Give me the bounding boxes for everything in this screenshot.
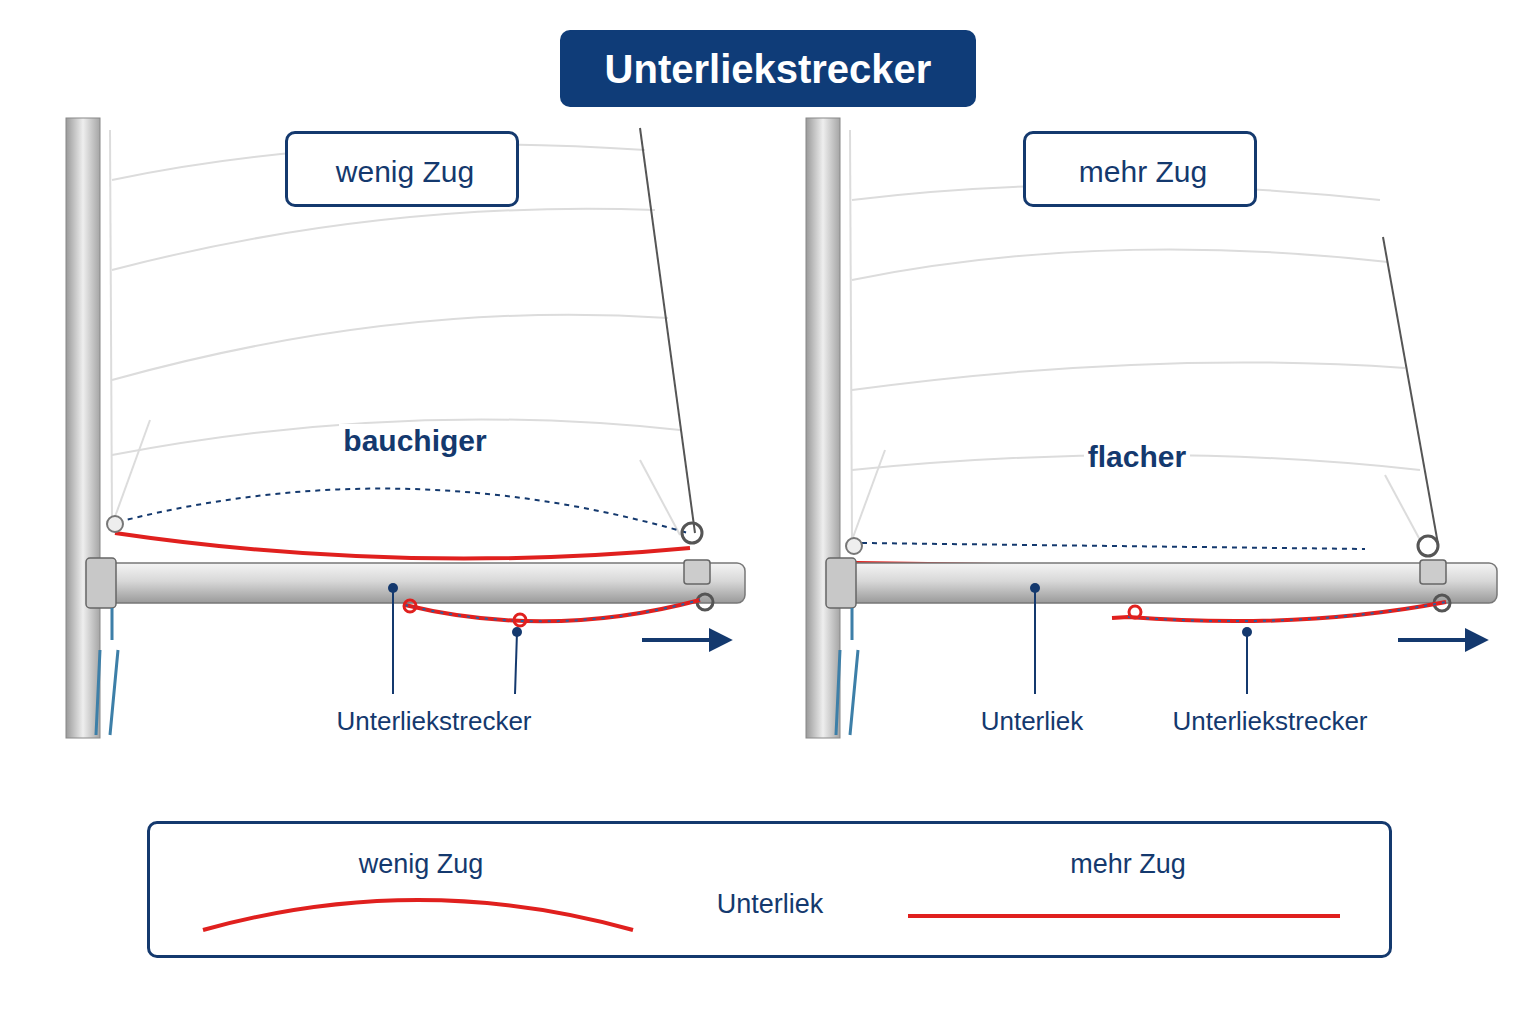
box-text: mehr Zug xyxy=(1079,155,1207,190)
shape-label: bauchiger xyxy=(339,424,490,459)
part-label: Unterliekstrecker xyxy=(332,707,535,737)
state-box: wenig Zug xyxy=(285,131,519,207)
part-label: Unterliekstrecker xyxy=(1168,707,1371,737)
part-label: Unterliek xyxy=(977,707,1088,737)
title: Unterliekstrecker xyxy=(605,46,932,92)
shape-label: flacher xyxy=(1084,440,1190,475)
box-text: wenig Zug xyxy=(359,849,484,880)
box-text: mehr Zug xyxy=(1070,849,1186,880)
box-text: wenig Zug xyxy=(336,155,474,190)
right-rig xyxy=(806,118,1497,738)
box-text: Unterliek xyxy=(717,889,824,920)
curved-foot-sample xyxy=(203,900,633,930)
straight-foot-sample xyxy=(908,914,1340,918)
legend-box: wenig ZugUnterliek mehr Zug xyxy=(147,821,1392,958)
left-rig xyxy=(66,118,745,738)
title-plate xyxy=(560,30,976,107)
state-box: mehr Zug xyxy=(1023,131,1257,207)
